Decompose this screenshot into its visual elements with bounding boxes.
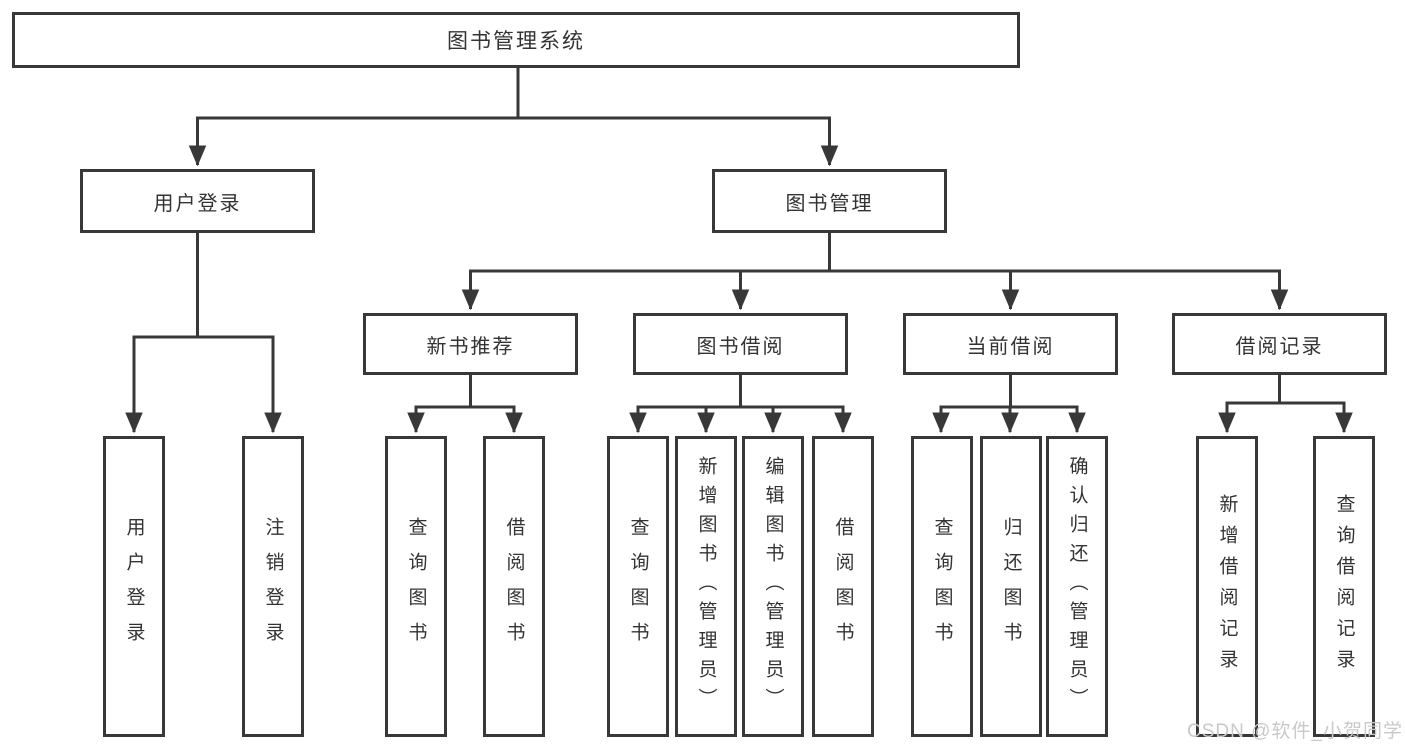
csdn-watermark: CSDN @软件_小贺同学 xyxy=(1187,721,1403,742)
leaf-confirm-return-admin: 确认归还（管理员） xyxy=(1046,436,1108,737)
node-book-management-branch: 图书管理 xyxy=(712,169,947,233)
leaf-return-books: 归还图书 xyxy=(980,436,1042,737)
node-current-borrowing: 当前借阅 xyxy=(903,313,1118,375)
leaf-query-borrow-record: 查询借阅记录 xyxy=(1313,436,1375,737)
leaf-add-borrow-record: 新增借阅记录 xyxy=(1196,436,1258,737)
connector-skeleton xyxy=(132,64,1346,409)
leaf-query-books-recommend: 查询图书 xyxy=(385,436,447,737)
leaf-query-books-borrow: 查询图书 xyxy=(607,436,669,737)
leaf-add-books-admin: 新增图书（管理员） xyxy=(675,436,737,737)
node-borrowing-records: 借阅记录 xyxy=(1172,313,1387,375)
node-root-system: 图书管理系统 xyxy=(12,12,1020,68)
node-new-book-recommendation: 新书推荐 xyxy=(363,313,578,375)
leaf-edit-books-admin: 编辑图书（管理员） xyxy=(742,436,804,737)
node-user-login-branch: 用户登录 xyxy=(80,169,315,233)
leaf-query-books-current: 查询图书 xyxy=(911,436,973,737)
leaf-borrow-books-recommend: 借阅图书 xyxy=(483,436,545,737)
connector-arrows xyxy=(125,118,1353,434)
leaf-borrow-books: 借阅图书 xyxy=(812,436,874,737)
leaf-logout: 注销登录 xyxy=(242,436,304,737)
leaf-user-login: 用户登录 xyxy=(103,436,165,737)
node-book-borrowing: 图书借阅 xyxy=(633,313,848,375)
